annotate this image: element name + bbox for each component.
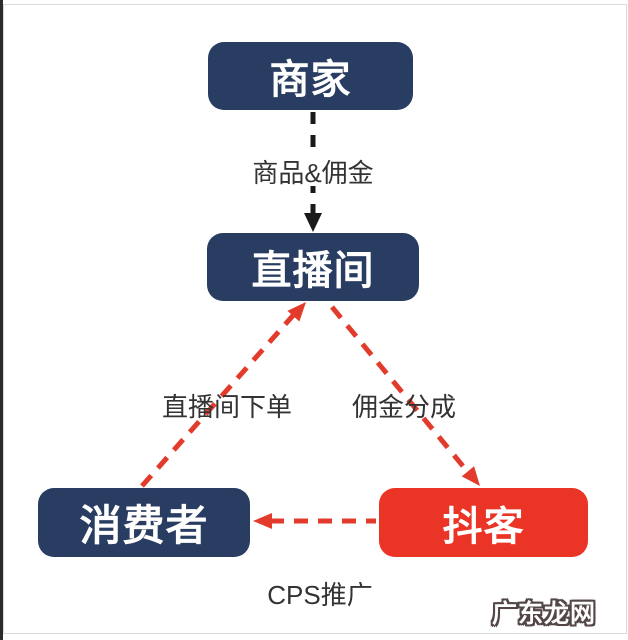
edge-label-goods-commission: 商品&佣金 — [233, 156, 393, 188]
edge-label-cps-promotion: CPS推广 — [267, 579, 373, 610]
left-edge-strip — [0, 0, 3, 640]
node-liveroom-label: 直播间 — [251, 249, 375, 293]
node-liveroom: 直播间 — [207, 233, 419, 301]
edge-label-commission-share: 佣金分成 — [351, 391, 456, 422]
node-douker: 抖客 — [379, 488, 588, 557]
node-consumer-label: 消费者 — [79, 502, 209, 549]
edge-label-liveroom-order: 直播间下单 — [161, 391, 292, 422]
node-merchant-label: 商家 — [269, 58, 352, 102]
arrow-douker-to-consumer — [253, 513, 376, 529]
node-merchant: 商家 — [208, 42, 413, 110]
node-douker-label: 抖客 — [442, 504, 525, 549]
node-consumer: 消费者 — [38, 488, 250, 557]
watermark: 广东龙网 — [491, 600, 596, 628]
